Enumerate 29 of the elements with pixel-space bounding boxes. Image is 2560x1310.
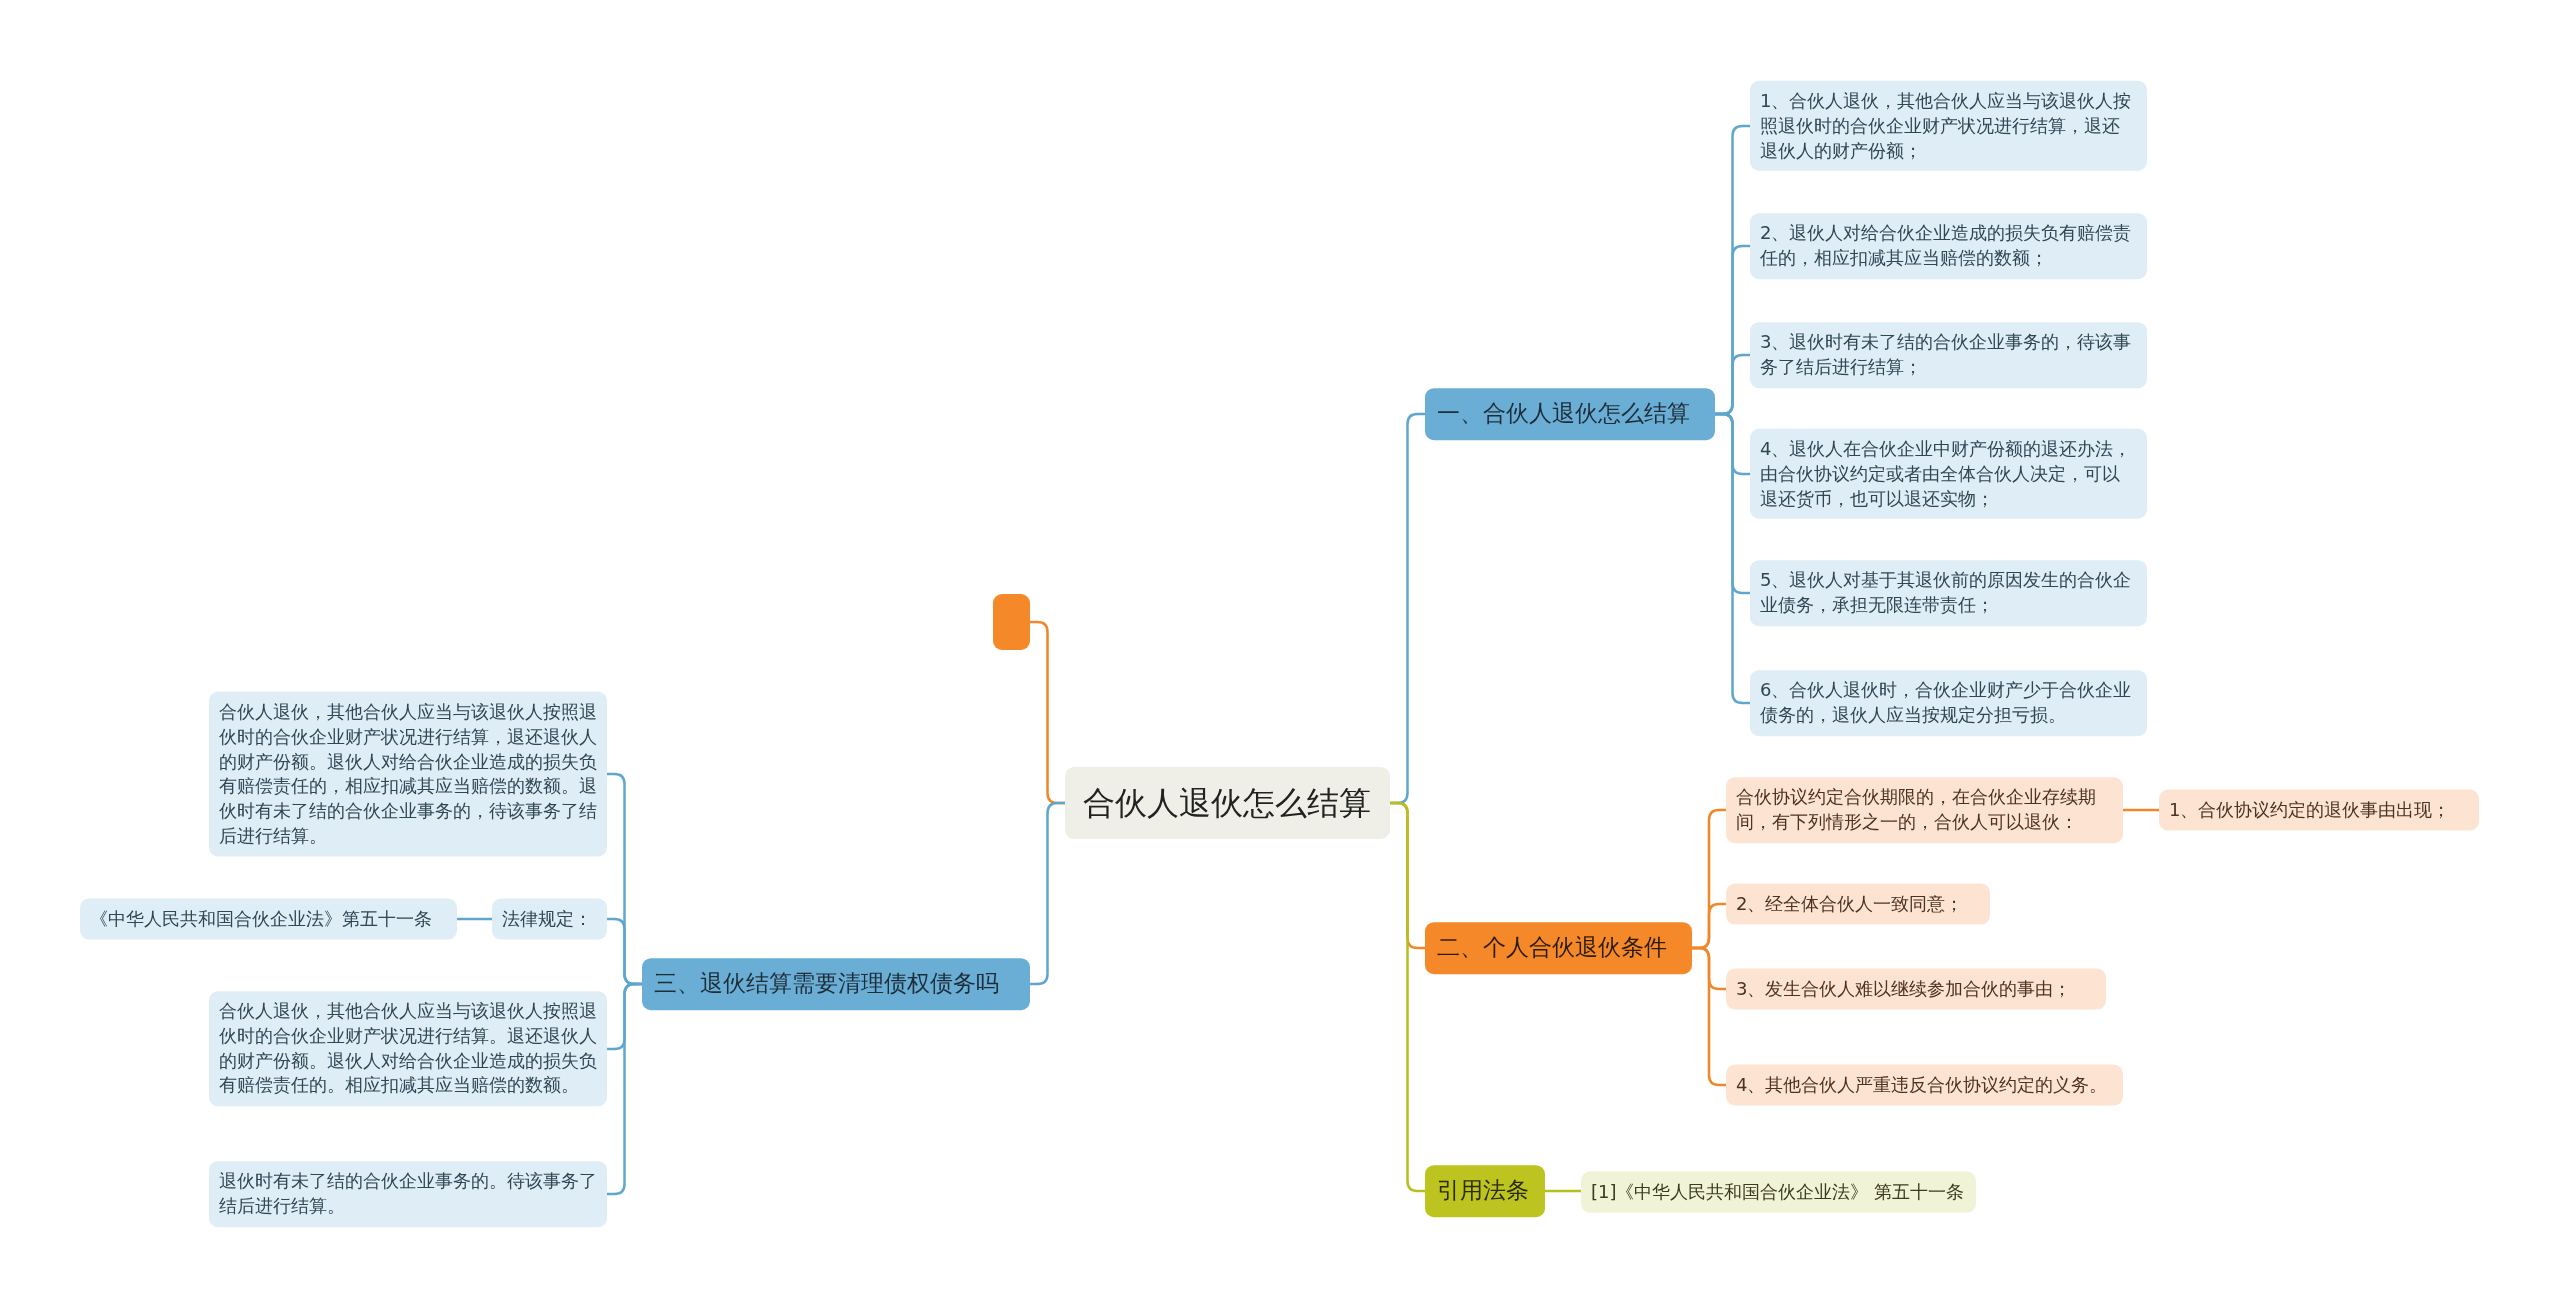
topic-box: 引用法条 <box>1425 1165 1545 1217</box>
subtopic-box: 5、退伙人对基于其退伙前的原因发生的合伙企业债务，承担无限连带责任； <box>1750 560 2147 626</box>
subtopic-box: 4、其他合伙人严重违反合伙协议约定的义务。 <box>1726 1064 2123 1106</box>
box <box>993 594 1030 650</box>
topic-box: 一、合伙人退伙怎么结算 <box>1425 388 1715 440</box>
subtopic-box: 2、经全体合伙人一致同意； <box>1726 883 1990 925</box>
connector-line <box>1715 412 1750 705</box>
subtopic-box: 合伙人退伙，其他合伙人应当与该退伙人按照退伙时的合伙企业财产状况进行结算，退还退伙人的财产份额。退伙人对给合伙企业造成的损失负有赔偿责任的，相应扣减其应当赔偿的数额。退伙时有未了结的合伙企业事务的，待该事务了结后进行结算。 <box>209 691 607 857</box>
connector-line <box>1030 801 1065 986</box>
subtopic-box: 3、发生合伙人难以继续参加合伙的事由； <box>1726 968 2106 1010</box>
central-topic-box: 合伙人退伙怎么结算 <box>1065 766 1390 840</box>
subtopic-box: 合伙人退伙，其他合伙人应当与该退伙人按照退伙时的合伙企业财产状况进行结算。退还退伙人的财产份额。退伙人对给合伙企业造成的损失负有赔偿责任的。相应扣减其应当赔偿的数额。 <box>209 991 607 1107</box>
subtopic-box: 1、合伙协议约定的退伙事由出现； <box>2159 789 2479 831</box>
subtopic-box: [1]《中华人民共和国合伙企业法》 第五十一条 <box>1581 1171 1976 1213</box>
subtopic-box: 《中华人民共和国合伙企业法》第五十一条 <box>80 898 457 940</box>
subtopic-box: 法律规定： <box>492 898 607 940</box>
connector-line <box>2123 808 2159 812</box>
connector-line <box>457 917 492 921</box>
subtopic-box: 退伙时有未了结的合伙企业事务的。待该事务了结后进行结算。 <box>209 1161 607 1227</box>
subtopic-box: 合伙协议约定合伙期限的，在合伙企业存续期间，有下列情形之一的，合伙人可以退伙： <box>1726 777 2123 843</box>
subtopic-box: 6、合伙人退伙时，合伙企业财产少于合伙企业债务的，退伙人应当按规定分担亏损。 <box>1750 670 2147 736</box>
connector-line <box>607 982 642 1196</box>
topic-box: 二、个人合伙退伙条件 <box>1425 922 1692 974</box>
subtopic-box: 2、退伙人对给合伙企业造成的损失负有赔偿责任的，相应扣减其应当赔偿的数额； <box>1750 213 2147 279</box>
topic-box: 三、退伙结算需要清理债权债务吗 <box>642 958 1030 1010</box>
subtopic-box: 3、退伙时有未了结的合伙企业事务的，待该事务了结后进行结算； <box>1750 322 2147 388</box>
subtopic-box: 1、合伙人退伙，其他合伙人应当与该退伙人按照退伙时的合伙企业财产状况进行结算，退还退伙人的财产份额； <box>1750 80 2147 172</box>
connector-line <box>1545 1189 1581 1193</box>
subtopic-box: 4、退伙人在合伙企业中财产份额的退还办法，由合伙协议约定或者由全体合伙人决定，可以退还货币，也可以退还实物； <box>1750 428 2147 520</box>
